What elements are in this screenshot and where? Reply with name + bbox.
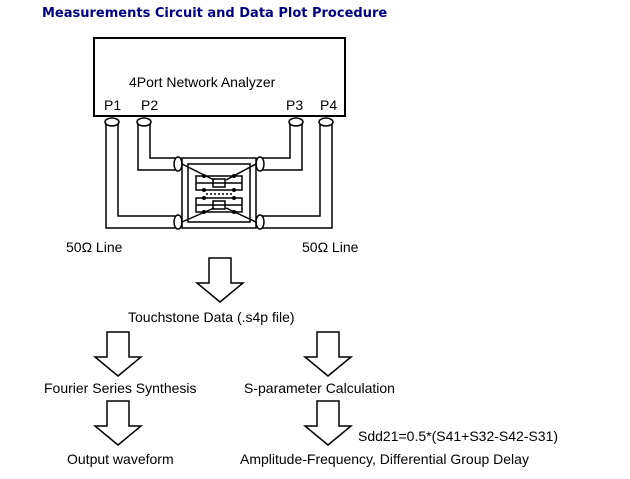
network-analyzer-label: 4Port Network Analyzer xyxy=(129,74,276,90)
arrow-to-amplitude xyxy=(302,400,354,446)
fourier-label: Fourier Series Synthesis xyxy=(44,380,197,396)
port-label-p2: P2 xyxy=(141,97,159,113)
port-connectors xyxy=(104,117,334,127)
network-analyzer-box xyxy=(93,37,346,117)
amplitude-label: Amplitude-Frequency, Differential Group … xyxy=(240,451,529,467)
dut-pads xyxy=(202,174,236,214)
output-waveform-label: Output waveform xyxy=(67,451,174,467)
flow-arrows xyxy=(92,257,354,446)
arrow-to-touchstone xyxy=(194,257,246,303)
port-label-p3: P3 xyxy=(286,97,304,113)
line-label-right: 50Ω Line xyxy=(302,239,359,255)
cables xyxy=(105,122,333,229)
sparam-label: S-parameter Calculation xyxy=(244,380,395,396)
dut-connectors xyxy=(173,156,265,230)
line-label-left: 50Ω Line xyxy=(66,239,123,255)
sdd21-formula: Sdd21=0.5*(S41+S32-S42-S31) xyxy=(358,428,559,444)
port-label-p4: P4 xyxy=(320,97,338,113)
page-title: Measurements Circuit and Data Plot Proce… xyxy=(42,6,388,21)
touchstone-label: Touchstone Data (.s4p file) xyxy=(128,309,295,325)
arrow-to-fourier xyxy=(92,331,144,377)
dut-fixture xyxy=(181,157,257,229)
arrow-to-output xyxy=(92,400,144,446)
port-label-p1: P1 xyxy=(104,97,122,113)
arrow-to-sparam xyxy=(302,331,354,377)
